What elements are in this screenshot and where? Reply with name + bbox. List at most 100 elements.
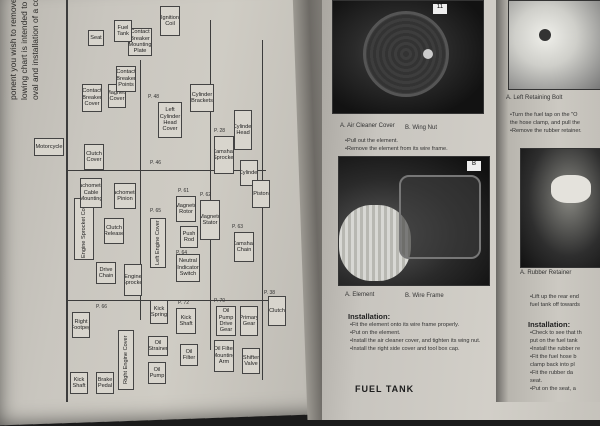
far-install-line: •Install the rubber re bbox=[530, 346, 581, 352]
chart-box-cylinder-head: Cylinder Head bbox=[234, 110, 252, 150]
wing-nut-icon bbox=[423, 49, 433, 59]
chart-box-cylinder: Cylinder bbox=[240, 160, 258, 186]
photo-air-cleaner-cover: 11 bbox=[332, 0, 484, 114]
install-line: •Install the right side cover and tool b… bbox=[350, 346, 460, 352]
chart-box-clutch-release: Clutch Release bbox=[104, 218, 124, 244]
far-caption-2: A. Rubber Retainer bbox=[520, 270, 572, 276]
intro-text: ponent you wish to remove and follow the… bbox=[8, 0, 58, 402]
page-ref: P. 38 bbox=[264, 290, 276, 296]
photo-label: 11 bbox=[433, 4, 447, 14]
chart-box-primary-gear: Primary Gear bbox=[240, 306, 258, 336]
chart-box-ignition-coil: Ignition Coil bbox=[160, 6, 180, 36]
chart-box-camshaft-chain: Camshaft Chain bbox=[234, 232, 254, 262]
chart-box-kick-spring: Kick Spring bbox=[150, 300, 168, 324]
page-ref: P. 72 bbox=[178, 300, 190, 306]
chart-box-left-engine-cover: Left Engine Cover bbox=[150, 218, 166, 268]
chart-box-drive-chain: Drive Chain bbox=[96, 262, 116, 284]
retaining-bolt-icon bbox=[539, 29, 551, 41]
far-install-line: put on the fuel tank bbox=[530, 338, 578, 344]
chart-box-seat: Seat bbox=[88, 30, 104, 46]
chart-box-neutral-indicator: Neutral Indicator Switch bbox=[176, 254, 200, 282]
page-ref: P. 46 bbox=[150, 160, 162, 166]
fuel-tank-title: FUEL TANK bbox=[355, 384, 415, 394]
intro-line: oval and installation of a component. bbox=[30, 0, 40, 100]
chart-box-right-engine-cover: Right Engine Cover bbox=[118, 330, 134, 390]
chart-box-piston: Piston bbox=[252, 180, 270, 208]
chart-box-oil-pump: Oil Pump bbox=[148, 362, 166, 384]
page-ref: P. 63 bbox=[232, 224, 244, 230]
chart-box-right-footpeg: Right Footpeg bbox=[72, 312, 90, 338]
far-install-line: seat. bbox=[530, 378, 543, 384]
far-text-line: •Remove the rubber retainer. bbox=[510, 128, 582, 134]
intro-line: lowing chart is intended to be able to p… bbox=[19, 0, 29, 100]
page-ref: P. 48 bbox=[148, 94, 160, 100]
install-line: •Put on the element. bbox=[350, 330, 401, 336]
chart-branch-line bbox=[66, 300, 286, 301]
installation-heading: Installation: bbox=[348, 312, 391, 321]
chart-box-clutch-cover: Clutch Cover bbox=[84, 144, 104, 170]
photo2-caption-b: B. Wire Frame bbox=[405, 293, 444, 299]
photo-element-wire-frame: B bbox=[338, 156, 490, 286]
chart-box-magneto-rotor: Magneto Rotor bbox=[176, 196, 196, 222]
chart-box-kick-shaft: Kick Shaft bbox=[70, 372, 88, 394]
chart-box-motorcycle: Motorcycle bbox=[34, 138, 64, 156]
far-text-line: fuel tank off towards bbox=[530, 302, 580, 308]
chart-box-oil-pump-drive: Oil Pump Drive Gear bbox=[216, 306, 236, 336]
page-ref: P. 64 bbox=[176, 250, 188, 256]
chart-box-engine-sprocket: Engine Sprocket bbox=[124, 264, 142, 296]
chart-box-fuel-tank: Fuel Tank bbox=[114, 20, 132, 42]
chart-box-oil-filter: Oil Filter bbox=[180, 344, 198, 366]
bullet-line: •Remove the element from its wire frame. bbox=[345, 146, 448, 152]
chart-box-cylinder-bracket: Cylinder Brackets bbox=[190, 84, 214, 112]
far-install-line: •Put on the seat, a bbox=[530, 386, 576, 392]
chart-box-brake-pedal: Brake Pedal bbox=[96, 372, 114, 394]
photo-rubber-retainer bbox=[520, 148, 600, 268]
photo1-caption-a: A. Air Cleaner Cover bbox=[340, 123, 395, 129]
page-ref: P. 28 bbox=[214, 128, 226, 134]
page-ref: P. 66 bbox=[96, 304, 108, 310]
chart-box-pinion: Tachometer Pinion bbox=[114, 183, 136, 209]
intro-line: ponent you wish to remove and follow the… bbox=[8, 0, 18, 100]
far-install-line: clamp back into pl bbox=[530, 362, 575, 368]
chart-box-shifter-valve: Shifter Valve bbox=[242, 348, 260, 374]
far-text-line: the hose clamp, and pull the bbox=[510, 120, 580, 126]
chart-box-mounting-arm: Oil Filter Mounting Arm bbox=[214, 340, 234, 372]
chart-box-kick-shaft-right: Kick Shaft bbox=[176, 308, 196, 334]
chart-box-oil-strainer: Oil Strainer bbox=[148, 336, 168, 356]
chart-box-cylinder-head-cover: Left Cylinder Head Cover bbox=[158, 102, 182, 138]
far-install-line: •Fit the rubber da bbox=[530, 370, 574, 376]
chart-box-camshaft-sprocket: Camshaft Sprocket bbox=[214, 136, 234, 174]
chart-trunk-line bbox=[66, 0, 68, 402]
chart-box-contact-breaker-mounting: Contact Breaker Mounting Plate bbox=[128, 28, 152, 56]
install-line: •Fit the element onto its wire frame pro… bbox=[350, 322, 460, 328]
page-ref: P. 70 bbox=[214, 298, 226, 304]
chart-branch-line bbox=[210, 20, 211, 350]
chart-box-tachometer-cable: Tachometer Cable Mounting bbox=[80, 178, 102, 208]
far-install-line: •Check to see that th bbox=[530, 330, 582, 336]
chart-box-contact-breaker-cover: Contact Breaker Cover bbox=[82, 84, 102, 112]
page-ref: P. 65 bbox=[150, 208, 162, 214]
chart-box-clutch: Clutch bbox=[268, 296, 286, 326]
chart-branch-line bbox=[66, 170, 266, 171]
far-caption-1: A. Left Retaining Bolt bbox=[506, 95, 563, 101]
page-ref: P. 62 bbox=[200, 192, 212, 198]
photo1-caption-b: B. Wing Nut bbox=[405, 125, 438, 131]
photo-label: B bbox=[467, 161, 481, 171]
chart-box-magneto-stator: Magneto Stator bbox=[200, 200, 220, 240]
far-installation-heading: Installation: bbox=[528, 320, 571, 329]
page-ref: P. 61 bbox=[178, 188, 190, 194]
install-line: •Install the air cleaner cover, and tigh… bbox=[350, 338, 481, 344]
chart-box-push-rod: Push Rod bbox=[180, 226, 198, 248]
chart-box-contact-breaker-points: Contact Breaker Points bbox=[116, 66, 136, 92]
far-text-line: •Lift up the rear end bbox=[530, 294, 579, 300]
wire-frame-shape bbox=[399, 175, 481, 259]
far-install-line: •Fit the fuel hose b bbox=[530, 354, 577, 360]
bullet-line: •Pull out the element. bbox=[345, 138, 398, 144]
far-text-line: •Turn the fuel tap on the "O bbox=[510, 112, 578, 118]
chart-branch-line bbox=[140, 60, 141, 320]
air-cleaner-cover-shape bbox=[363, 11, 449, 97]
photo2-caption-a: A. Element bbox=[345, 292, 375, 298]
hand-shape bbox=[551, 175, 591, 203]
photo-left-retaining-bolt bbox=[508, 0, 600, 90]
chart-branch-line bbox=[262, 40, 263, 380]
